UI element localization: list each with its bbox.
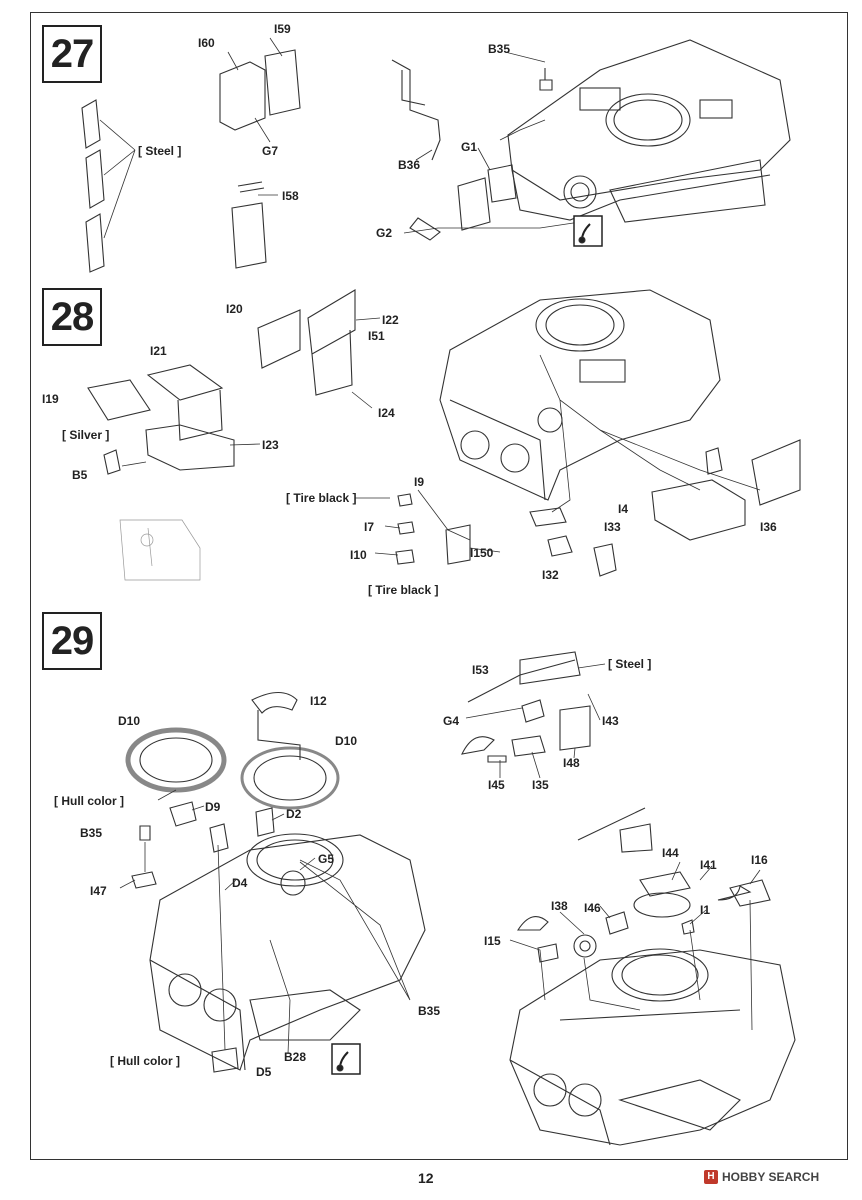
- label-i20: I20: [226, 302, 243, 316]
- label-hull-color-1: [ Hull color ]: [54, 794, 124, 808]
- label-i1: I1: [700, 903, 711, 917]
- step28-leader-lines: [121, 317, 761, 556]
- label-i24: I24: [378, 406, 395, 420]
- label-i33: I33: [604, 520, 621, 534]
- label-steel-27: [ Steel ]: [138, 144, 182, 158]
- step29-hull-drawing-left: [149, 833, 426, 1071]
- label-i53: I53: [472, 663, 489, 677]
- label-steel-29: [ Steel ]: [608, 657, 652, 671]
- label-i150: I150: [470, 546, 494, 560]
- step29-leader-lines-right: [465, 663, 761, 1031]
- label-d10-left: D10: [118, 714, 141, 728]
- label-i43: I43: [602, 714, 619, 728]
- label-b28: B28: [284, 1050, 307, 1064]
- label-i32: I32: [542, 568, 559, 582]
- label-hull-color-2: [ Hull color ]: [110, 1054, 180, 1068]
- step28-hull-drawing: [439, 289, 721, 501]
- label-i7: I7: [364, 520, 375, 534]
- label-b36: B36: [398, 158, 421, 172]
- label-b35-bottom: B35: [418, 1004, 441, 1018]
- step-number-29: 29: [42, 612, 102, 670]
- label-i9: I9: [414, 475, 425, 489]
- label-i59: I59: [274, 22, 291, 36]
- label-tire-black-1: [ Tire black ]: [286, 491, 357, 505]
- step28-inset-drawing: [119, 519, 201, 581]
- step29-parts-right: [461, 651, 771, 963]
- label-i22: I22: [382, 313, 399, 327]
- label-g4: G4: [443, 714, 460, 728]
- label-d9: D9: [205, 800, 221, 814]
- step29-leader-lines-left: [119, 789, 411, 1055]
- label-g7: G7: [262, 144, 279, 158]
- watermark-text: HOBBY SEARCH: [722, 1170, 820, 1184]
- label-i60: I60: [198, 36, 215, 50]
- label-i38: I38: [551, 899, 568, 913]
- label-d4: D4: [232, 876, 248, 890]
- step27-hull-drawing: [507, 39, 791, 223]
- label-tire-black-2: [ Tire black ]: [368, 583, 439, 597]
- label-i41: I41: [700, 858, 717, 872]
- label-i35: I35: [532, 778, 549, 792]
- step29-glue-icon: [331, 1043, 361, 1075]
- label-i23: I23: [262, 438, 279, 452]
- watermark: H HOBBY SEARCH: [704, 1170, 819, 1184]
- label-i47: I47: [90, 884, 107, 898]
- label-i36: I36: [760, 520, 777, 534]
- label-i48: I48: [563, 756, 580, 770]
- label-i58: I58: [282, 189, 299, 203]
- label-g5: G5: [318, 852, 335, 866]
- label-i45: I45: [488, 778, 505, 792]
- step29-hull-drawing-right: [509, 948, 796, 1146]
- label-i21: I21: [150, 344, 167, 358]
- label-g2: G2: [376, 226, 393, 240]
- step27-leader-lines: [99, 37, 581, 239]
- label-d2: D2: [286, 807, 302, 821]
- label-b5: B5: [72, 468, 88, 482]
- label-i4: I4: [618, 502, 629, 516]
- step27-glue-icon: [573, 215, 603, 247]
- label-i51: I51: [368, 329, 385, 343]
- label-i44: I44: [662, 846, 679, 860]
- step27-parts: [81, 49, 553, 273]
- hobby-search-logo-icon: H: [704, 1170, 718, 1184]
- page-frame: [30, 12, 848, 1160]
- label-b35-top: B35: [80, 826, 103, 840]
- step29-parts-left: [125, 691, 340, 1073]
- label-i19: I19: [42, 392, 59, 406]
- label-g1: G1: [461, 140, 478, 154]
- label-i12: I12: [310, 694, 327, 708]
- label-b35: B35: [488, 42, 511, 56]
- label-i16: I16: [751, 853, 768, 867]
- label-i46: I46: [584, 901, 601, 915]
- label-i10: I10: [350, 548, 367, 562]
- label-i15: I15: [484, 934, 501, 948]
- step-number-27: 27: [42, 25, 102, 83]
- label-silver: [ Silver ]: [62, 428, 110, 442]
- label-d10-right: D10: [335, 734, 358, 748]
- page-number: 12: [418, 1170, 434, 1186]
- step28-parts: [87, 289, 801, 577]
- label-d5: D5: [256, 1065, 272, 1079]
- step-number-28: 28: [42, 288, 102, 346]
